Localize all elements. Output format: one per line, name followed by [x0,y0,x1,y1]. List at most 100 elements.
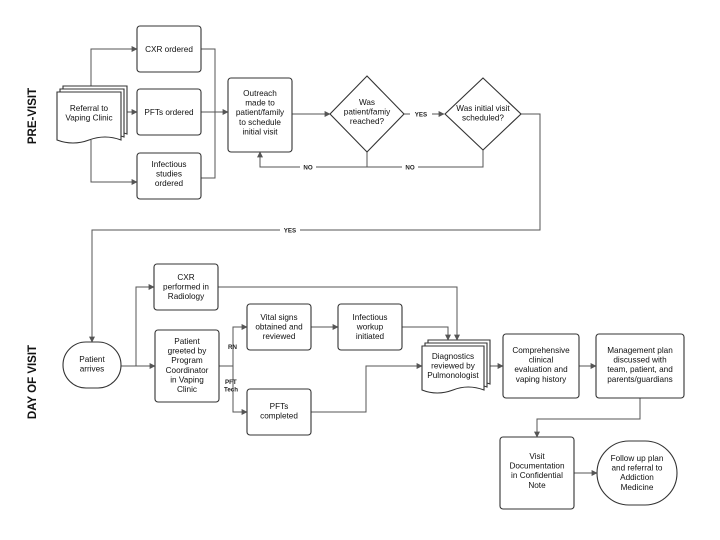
node-scheduled [444,77,522,151]
edge-infectious-ordered-to-outreach [201,112,216,179]
node-documentation-label-line: in Confidential [511,471,563,480]
node-pfts-completed-label-line: PFTs [270,402,289,411]
node-followup-label-line: and referral to [612,464,663,473]
node-evaluation-label-line: vaping history [516,375,567,384]
node-cxr-performed-label-line: performed in [163,283,209,292]
node-cxr-ordered-label-line: CXR ordered [145,45,193,54]
edge-pfts-completed-to-diagnostics [311,363,423,413]
node-greeted-label-line: Clinic [177,385,197,394]
node-greeted-label-line: in Vaping [170,375,204,384]
node-followup [596,440,678,506]
edge-cxr-ordered-to-outreach [201,48,216,112]
edge-label-rn: RN [228,344,237,351]
node-greeted [154,329,220,403]
node-cxr-ordered [136,25,202,73]
edge-labels: YES NO NO YES RN PFT Tech [224,109,432,394]
node-followup-label-line: Follow up plan [611,454,664,463]
edge-scheduled-yes-to-arrives [89,113,541,343]
node-outreach-label-line: made to [245,99,275,108]
edge-management-to-documentation [534,398,641,438]
node-referral-label-line: Vaping Clinic [65,114,112,123]
node-cxr-performed [153,263,219,311]
edge-label-no-scheduled: NO [405,165,414,172]
node-arrives-label-line: Patient [79,355,105,364]
edge-infectious-workup-to-diagnostics [402,326,451,341]
phase-label-pre-visit: PRE-VISIT [27,88,39,144]
node-greeted-label-line: Coordinator [166,366,209,375]
node-cxr-ordered-label: CXR ordered [145,45,193,54]
edge-scheduled-no-to-outreach [367,150,484,168]
edge-cxr-performed-to-diagnostics [218,286,460,341]
node-pfts-ordered [136,88,202,136]
node-vitals-label-line: reviewed [263,332,296,341]
edge-arrives-to-cxr-performed [135,284,155,366]
node-evaluation-label-line: clinical [529,356,554,365]
node-infectious-workup-label-line: workup [356,323,384,332]
node-documentation [499,436,575,510]
node-greeted-label-line: Program [171,356,203,365]
node-diagnostics-label-line: reviewed by [431,362,476,371]
edge-label-pft-tech: PFT Tech [224,379,238,394]
edge-label-yes-scheduled: YES [415,112,427,119]
node-evaluation-label-line: evaluation and [514,365,568,374]
node-evaluation-label-line: Comprehensive [512,346,570,355]
node-pfts-ordered-label: PFTs ordered [144,108,194,117]
node-pfts-completed-label-line: completed [260,412,298,421]
node-documentation-label-line: Documentation [509,462,565,471]
node-documentation-label-line: Note [528,481,546,490]
node-management-label-line: team, patient, and [607,365,673,374]
node-reached-label-line: Was [359,98,375,107]
node-arrives [62,341,122,389]
node-outreach [227,77,293,153]
edge-referral-to-cxr-ordered [90,46,138,92]
node-reached-label-line: reached? [350,117,385,126]
edges [89,46,641,476]
node-vitals-label-line: obtained and [255,323,303,332]
node-referral-label-line: Referral to [70,104,109,113]
node-management-label-line: discussed with [613,356,667,365]
node-outreach-label-line: Outreach [243,89,277,98]
node-pfts-completed [246,388,312,436]
node-evaluation [502,333,580,399]
node-arrives-label-line: arrives [80,365,105,374]
node-infectious-workup-label-line: initiated [356,332,385,341]
edge-label-yes-day: YES [284,228,296,235]
node-infectious-ordered-label-line: Infectious [151,160,186,169]
node-management [595,333,685,399]
node-greeted-label-line: Patient [174,337,200,346]
edge-greeted-to-vitals [219,324,248,367]
node-infectious-ordered-label-line: ordered [155,179,184,188]
edge-greeted-to-pfts-completed [232,366,248,415]
edge-label-no-reached: NO [303,165,312,172]
node-reached-label-line: patient/famiy [344,108,391,117]
node-outreach-label-line: patient/family [236,108,285,117]
node-followup-label-line: Addiction [620,473,654,482]
node-management-label-line: Management plan [607,346,673,355]
node-documentation-label-line: Visit [529,452,545,461]
node-cxr-performed-label-line: CXR [177,273,194,282]
phase-label-day-of-visit: DAY OF VISIT [27,345,39,419]
node-scheduled-label-line: Was initial visit [456,104,510,113]
node-diagnostics-label-line: Diagnostics [432,352,474,361]
node-outreach-label-line: to schedule [239,118,281,127]
node-scheduled-label-line: scheduled? [462,114,504,123]
